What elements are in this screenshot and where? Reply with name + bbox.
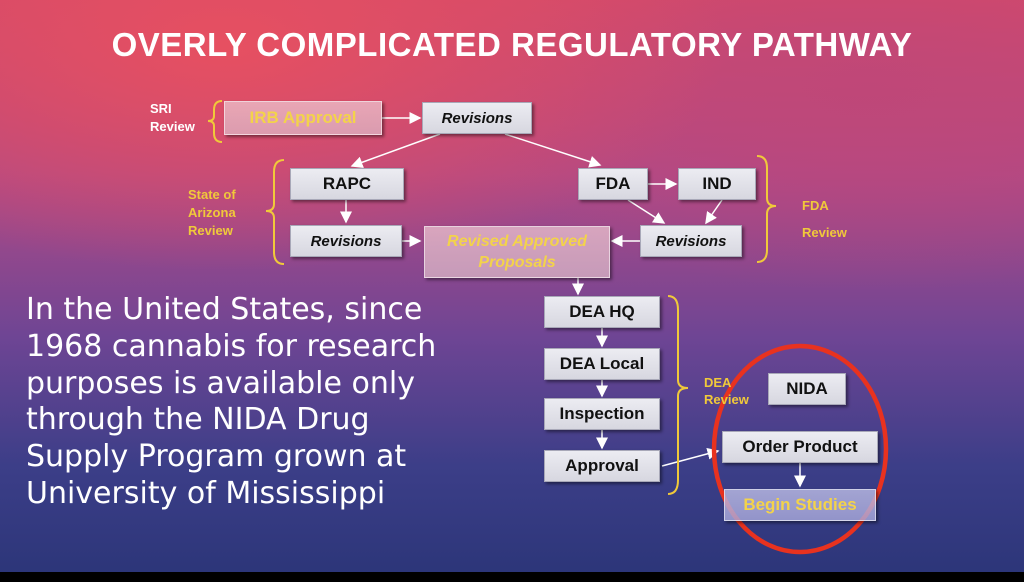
node-revised-approved-proposals: Revised Approved Proposals bbox=[424, 226, 610, 278]
node-rapc: RAPC bbox=[290, 168, 404, 200]
bracket-sri bbox=[207, 100, 223, 143]
node-dea-local: DEA Local bbox=[544, 348, 660, 380]
label-sri-line1: SRI bbox=[150, 101, 172, 116]
label-fda-line2: Review bbox=[802, 225, 847, 240]
label-dea-line1: DEA bbox=[704, 375, 732, 390]
label-dea-line2: Review bbox=[704, 392, 749, 407]
label-state-line2: Arizona bbox=[188, 205, 236, 220]
body-line-5: Supply Program grown at bbox=[26, 439, 407, 475]
node-revisions-left: Revisions bbox=[290, 225, 402, 257]
node-fda: FDA bbox=[578, 168, 648, 200]
node-dea-hq: DEA HQ bbox=[544, 296, 660, 328]
node-order-product: Order Product bbox=[722, 431, 878, 463]
node-nida: NIDA bbox=[768, 373, 846, 405]
arrow-fda-to-revisions bbox=[627, 199, 666, 224]
label-sri-line2: Review bbox=[150, 119, 195, 134]
label-fda-line1: FDA bbox=[802, 198, 829, 213]
node-irb-approval: IRB Approval bbox=[224, 101, 382, 135]
body-line-6: University of Mississippi bbox=[26, 475, 386, 511]
node-revised-line2: Proposals bbox=[478, 254, 556, 271]
label-state-review: State of Arizona Review bbox=[188, 186, 236, 240]
node-inspection: Inspection bbox=[544, 398, 660, 430]
body-line-3: purposes is available only bbox=[26, 365, 415, 401]
body-line-4: through the NIDA Drug bbox=[26, 402, 370, 438]
bracket-fda bbox=[756, 155, 777, 263]
highlight-circle bbox=[711, 343, 889, 555]
node-approval: Approval bbox=[544, 450, 660, 482]
label-fda-review: FDA Review bbox=[802, 192, 847, 246]
body-line-2: 1968 cannabis for research bbox=[26, 328, 437, 364]
node-revisions-right: Revisions bbox=[640, 225, 742, 257]
body-text: In the United States, since 1968 cannabi… bbox=[26, 292, 486, 513]
slide-title: OVERLY COMPLICATED REGULATORY PATHWAY bbox=[111, 26, 913, 63]
label-state-line3: Review bbox=[188, 223, 233, 238]
arrow-revisions-to-rapc bbox=[350, 133, 441, 169]
node-begin-studies: Begin Studies bbox=[724, 489, 876, 521]
arrow-revisions-to-fda bbox=[504, 133, 602, 168]
node-ind: IND bbox=[678, 168, 756, 200]
label-sri-review: SRI Review bbox=[150, 100, 195, 136]
label-state-line1: State of bbox=[188, 187, 236, 202]
label-dea-review: DEA Review bbox=[704, 374, 749, 408]
bracket-dea bbox=[667, 295, 689, 495]
body-line-1: In the United States, since bbox=[26, 292, 423, 327]
node-revised-line1: Revised Approved bbox=[447, 233, 587, 250]
bracket-state bbox=[265, 159, 285, 265]
arrow-approval-to-order bbox=[661, 447, 720, 467]
node-revisions-top: Revisions bbox=[422, 102, 532, 134]
arrow-ind-to-revisions bbox=[705, 199, 723, 225]
